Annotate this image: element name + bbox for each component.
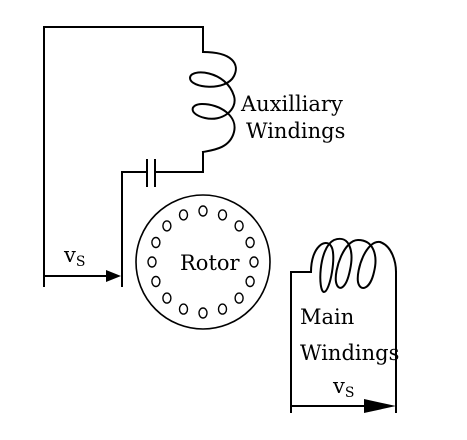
rotor-outline: [135, 194, 271, 330]
rotor-slot-hole: [151, 236, 161, 249]
auxiliary-windings-label-line2: Windings: [246, 119, 345, 143]
rotor-slot-hole: [217, 303, 228, 315]
rotor-slot-hole: [151, 275, 161, 288]
auxiliary-return-wire: [154, 151, 204, 173]
rotor-slots: [147, 205, 259, 319]
rotor-slot-hole: [217, 209, 228, 221]
rotor-slot-hole: [198, 307, 208, 319]
rotor-slot-hole: [147, 256, 157, 268]
source-label-right-sub: S: [345, 385, 355, 401]
auxiliary-windings-label-line1: Auxilliary: [240, 92, 343, 116]
source-label-left-base: v: [63, 243, 76, 267]
source-label-right: vS: [332, 374, 354, 401]
source-arrow-right-head: [364, 399, 396, 413]
rotor-slot-hole: [245, 236, 255, 249]
source-label-left-sub: S: [76, 254, 86, 270]
source-label-left: vS: [63, 243, 85, 270]
rotor-slot-hole: [234, 220, 244, 232]
auxiliary-winding-coil: [188, 50, 237, 154]
rotor-slot-hole: [245, 275, 255, 288]
rotor-slot-hole: [162, 220, 172, 232]
main-windings-label-line1: Main: [300, 305, 354, 329]
rotor-slot-hole: [178, 303, 189, 315]
rotor-slot-hole: [249, 256, 259, 268]
main-windings-label-line2: Windings: [300, 341, 399, 365]
capacitor-to-source-wire: [121, 171, 148, 287]
main-winding-coil: [290, 237, 398, 294]
supply-wire-left: [43, 26, 204, 287]
rotor-slot-hole: [234, 292, 244, 304]
rotor-slot-hole: [198, 205, 208, 217]
source-arrow-left-head: [106, 270, 121, 282]
rotor-slot-hole: [178, 209, 189, 221]
rotor-slot-hole: [162, 292, 172, 304]
source-label-right-base: v: [332, 374, 345, 398]
rotor-label: Rotor: [180, 251, 241, 275]
